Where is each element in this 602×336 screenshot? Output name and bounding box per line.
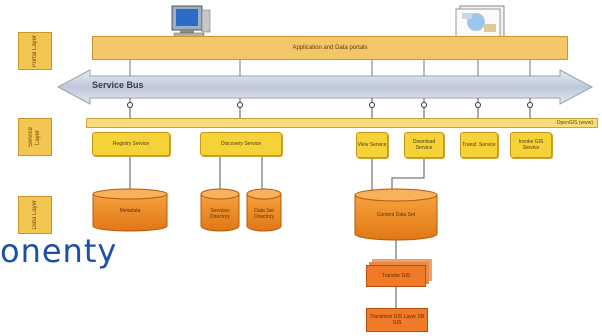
- layer-tag-portal: Portal Layer: [18, 32, 52, 70]
- application-bar-label: Application and Data portals: [292, 45, 368, 51]
- services-directory-label: Services Directory: [209, 207, 230, 220]
- caption-text: onenty: [0, 232, 118, 270]
- application-bar: Application and Data portals: [92, 36, 568, 60]
- map-document-icon: [454, 4, 506, 40]
- view-service: View Service: [356, 132, 388, 158]
- data-set-directory-database: Data Set Directory: [246, 188, 282, 232]
- computer-icon: [166, 4, 212, 38]
- opengis-bar: OpenGIS (www): [86, 118, 598, 128]
- data-set-directory-label: Data Set Directory: [253, 207, 274, 220]
- content-data-database: Content Data Set: [354, 188, 438, 242]
- content-data-label: Content Data Set: [376, 212, 416, 219]
- services-directory-database: Services Directory: [200, 188, 240, 232]
- metadata-label: Metadata: [119, 207, 141, 214]
- transform-service: Transf. Service: [460, 132, 498, 158]
- invoke-service: Invoke GIS Service: [510, 132, 552, 158]
- layer-tag-data: Data Layer: [18, 196, 52, 234]
- discovery-service: Discovery Service: [200, 132, 282, 156]
- metadata-database: Metadata: [92, 188, 168, 232]
- service-bus-label: Service Bus: [92, 80, 144, 90]
- opengis-bar-label: OpenGIS (www): [556, 120, 593, 126]
- layer-tag-service: Service Layer: [18, 118, 52, 156]
- download-service: Download Service: [404, 132, 444, 158]
- service-bus-arrow: [56, 69, 594, 105]
- registry-service: Registry Service: [92, 132, 170, 156]
- process-step-1: Transfer GIS: [366, 265, 426, 287]
- process-step-2: Transform GIS Layer DB GIS: [366, 308, 428, 332]
